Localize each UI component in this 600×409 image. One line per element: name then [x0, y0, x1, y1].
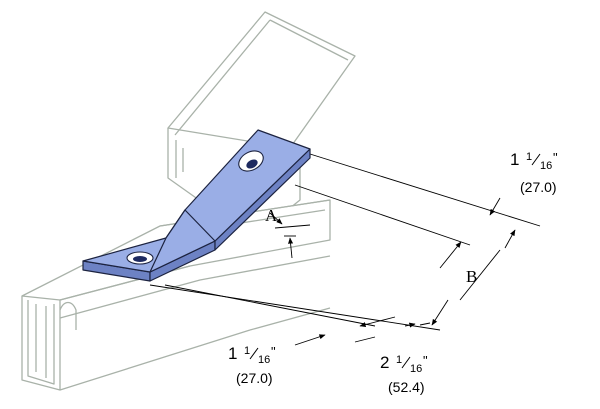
svg-text:": " — [553, 150, 558, 165]
svg-text:1: 1 — [526, 151, 532, 163]
svg-text:1: 1 — [228, 344, 237, 363]
angle-label: A — [265, 206, 278, 225]
svg-text:(52.4): (52.4) — [388, 379, 425, 395]
dim-width-top: 1 1 16 " (27.0) — [510, 150, 558, 195]
dim-width-bottom: 1 1 16 " (27.0) — [228, 344, 276, 386]
svg-text:16: 16 — [410, 363, 422, 375]
dim-hole-offset: 2 1 16 " (52.4) — [380, 353, 428, 395]
svg-text:2: 2 — [380, 353, 389, 372]
svg-text:(27.0): (27.0) — [520, 179, 557, 195]
svg-text:1: 1 — [510, 150, 519, 169]
svg-text:16: 16 — [258, 354, 270, 366]
extension-lines — [149, 153, 541, 331]
svg-text:": " — [271, 344, 276, 359]
angle-plate — [82, 129, 311, 282]
svg-text:": " — [423, 353, 428, 368]
svg-text:16: 16 — [540, 160, 552, 172]
svg-text:1: 1 — [244, 345, 250, 357]
svg-text:(27.0): (27.0) — [236, 370, 273, 386]
svg-text:1: 1 — [396, 354, 402, 366]
length-label: B — [466, 267, 477, 286]
dimension-lines — [269, 197, 516, 346]
